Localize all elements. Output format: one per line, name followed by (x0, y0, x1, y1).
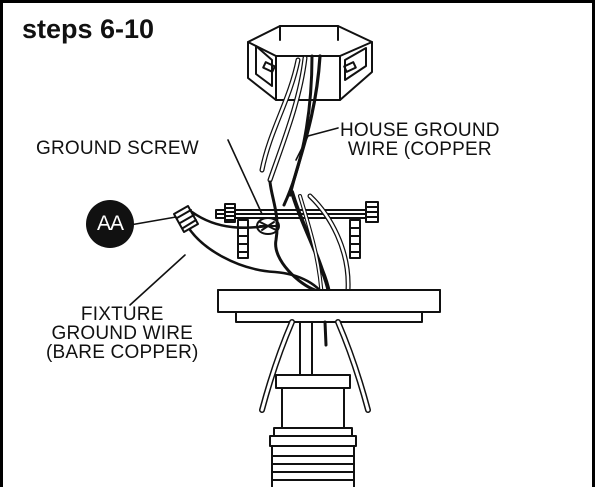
house-ground-line-2: WIRE (COPPER (347, 139, 492, 160)
ground-screw-label: GROUND SCREW (36, 138, 199, 159)
fixture-ground-line-1: FIXTURE (80, 304, 164, 325)
fixture-ground-line-2: GROUND WIRE (51, 323, 194, 344)
mounting-screws (224, 201, 379, 259)
step-title: steps 6-10 (22, 14, 155, 44)
fixture-stem (259, 319, 371, 413)
socket (269, 374, 357, 487)
callout-leaders (129, 127, 339, 306)
house-wires (259, 54, 322, 207)
fixture-wires (183, 180, 351, 302)
house-ground-wire-label: HOUSE GROUND WIRE (COPPER (340, 121, 500, 159)
fixture-canopy (217, 289, 441, 323)
junction-box (247, 25, 373, 101)
house-ground-line-1: HOUSE GROUND (340, 120, 500, 141)
fixture-ground-wire-label: FIXTURE GROUND WIRE (BARE COPPER) (46, 305, 199, 362)
wire-nut (173, 205, 199, 233)
part-badge-aa: AA (86, 200, 134, 248)
fixture-ground-line-3: (BARE COPPER) (46, 342, 199, 363)
